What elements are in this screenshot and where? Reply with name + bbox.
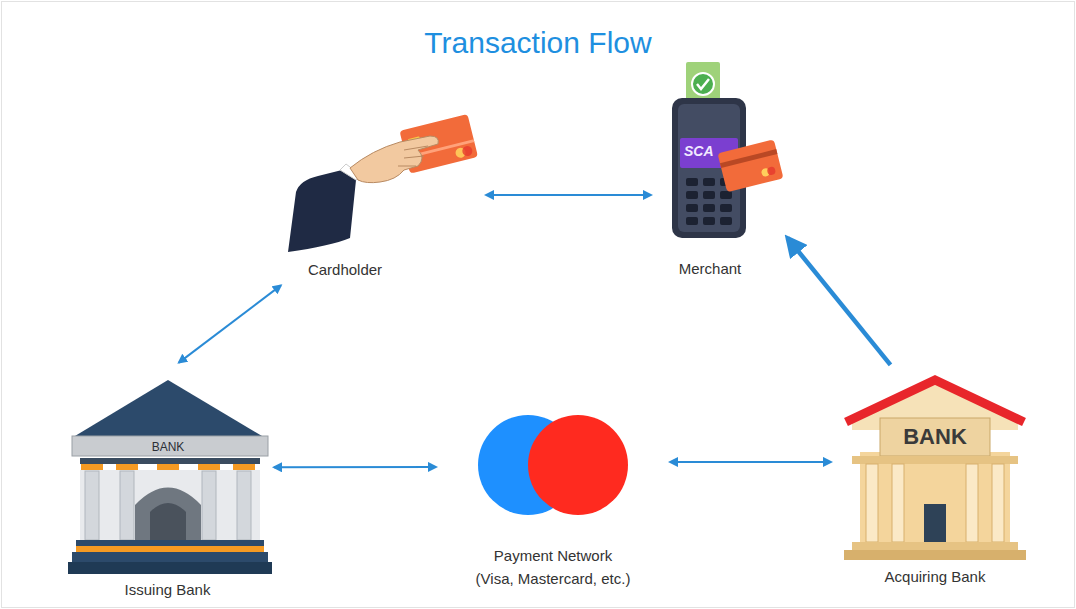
payment-terminal: [672, 62, 783, 238]
bank-sign: BANK: [903, 426, 967, 448]
node-label: Acquiring Bank: [885, 565, 986, 588]
flow-arrow: [179, 285, 281, 362]
node-label-group: Issuing Bank: [65, 365, 270, 603]
flow-arrow: [274, 466, 436, 468]
flow-arrow: [788, 238, 891, 365]
flow-arrow: [670, 461, 831, 463]
hand-with-card: [288, 114, 478, 252]
flow-arrow: [486, 194, 651, 196]
node-label-group: Cardholder: [262, 108, 482, 283]
node-label: Merchant: [679, 257, 742, 280]
node-label: Cardholder: [308, 258, 382, 281]
network-logo: [478, 415, 628, 515]
acquiring-bank-building: [844, 380, 1026, 560]
diagram-title: Transaction Flow: [0, 26, 1076, 60]
node-label-group: Payment Network (Visa, Mastercard, etc.): [440, 412, 666, 592]
node-label-group: Merchant: [655, 60, 785, 282]
bank-sign: BANK: [152, 441, 185, 453]
node-label: Payment Network (Visa, Mastercard, etc.): [458, 544, 648, 590]
issuing-bank-building: [68, 380, 272, 574]
node-label: Issuing Bank: [125, 578, 211, 601]
node-label-group: Acquiring Bank: [835, 368, 1035, 590]
screen-text: SCA: [684, 144, 714, 158]
